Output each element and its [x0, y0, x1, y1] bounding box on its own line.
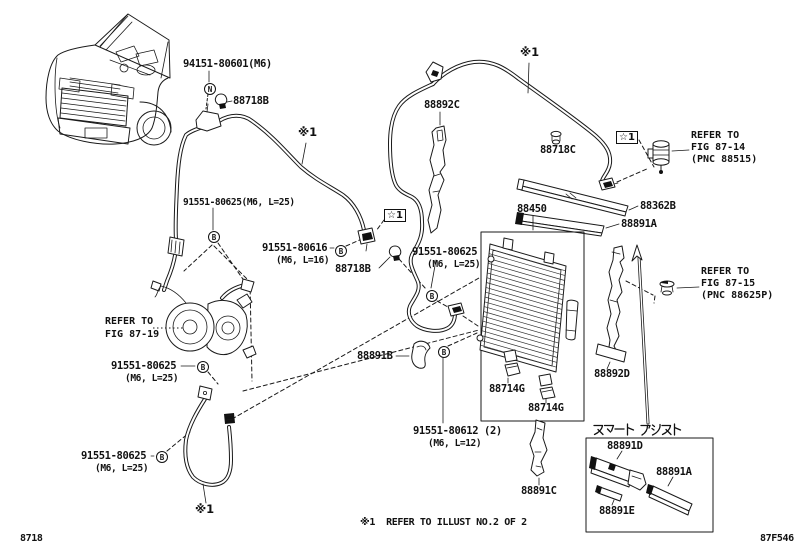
symbol-b-2: B: [335, 245, 347, 257]
label-refer-fig-87-15-line2: FIG 87-15: [701, 278, 756, 289]
label-refer-fig-87-14-line2: FIG 87-14: [691, 142, 746, 153]
bracket-88891c: [529, 419, 548, 477]
label-refer-fig-87-15-line3: (PNC 88625P): [701, 290, 774, 301]
dashed-projection-lines: [166, 93, 656, 452]
condenser-assembly: [476, 231, 585, 422]
label-88891c: 88891C: [521, 485, 557, 497]
condenser-fins: [480, 248, 566, 368]
clip-88718b-icon-2: [388, 245, 402, 258]
condenser-box: [480, 231, 585, 422]
bracket-88892d: [595, 245, 627, 363]
label-88892d: 88892D: [594, 368, 630, 380]
bracket-88891b: [411, 340, 431, 369]
label-88892c: 88892C: [424, 99, 460, 111]
star-mark-1: ☆1: [384, 209, 406, 222]
clip-88718b-icon-1: [214, 93, 228, 106]
compressor: [150, 280, 257, 359]
clip-88625p-icon: [659, 280, 675, 296]
label-91551-80612-size: (M6, L=12): [428, 438, 482, 449]
label-91551-80616: 91551-80616: [262, 242, 328, 254]
label-refer-fig-87-19-line1: REFER TO: [105, 316, 154, 327]
label-94151-80601: 94151-80601(M6): [183, 58, 272, 70]
symbol-b-6: B: [438, 346, 450, 358]
symbol-b-1: B: [208, 231, 220, 243]
footnote: ※1 REFER TO ILLUST NO.2 OF 2: [360, 517, 527, 528]
leader-lines: [150, 62, 700, 506]
expansion-valve-icon: [647, 140, 670, 174]
label-88718b-1: 88718B: [233, 95, 269, 107]
pipe-fittings: [167, 61, 675, 424]
label-91551-80625-inline: 91551-80625(M6, L=25): [183, 197, 295, 208]
symbol-b-5: B: [426, 290, 438, 302]
bar-88891e-icon: [595, 485, 623, 502]
label-88450: 88450: [517, 203, 547, 215]
footer-page-code: 8718: [20, 533, 43, 544]
label-91551-80625-2-size: (M6, L=25): [125, 373, 179, 384]
label-91551-80625-4: 91551-80625: [412, 246, 478, 258]
clip-88718c-icon: [550, 130, 562, 145]
ref-mark-2: ※1: [520, 45, 540, 59]
label-91551-80625-3-size: (M6, L=25): [95, 463, 149, 474]
symbol-n-bolt: N: [204, 83, 216, 95]
label-88891a-1: 88891A: [621, 218, 657, 230]
label-88714g-2: 88714G: [528, 402, 564, 414]
smart-assist-title-glyphs: [593, 423, 682, 436]
label-refer-fig-87-14-line1: REFER TO: [691, 130, 740, 141]
smart-assist-box: [585, 437, 714, 533]
label-88891e: 88891E: [599, 505, 635, 517]
label-88714g-1: 88714G: [489, 383, 525, 395]
bracket-88892c: [427, 125, 447, 234]
label-91551-80625-3: 91551-80625: [81, 450, 147, 462]
bar-88362b: [516, 178, 629, 217]
label-88362b: 88362B: [640, 200, 676, 212]
footer-figure-code: 87F546: [760, 533, 794, 544]
bar-88891a-icon: [646, 484, 693, 516]
label-91551-80616-size: (M6, L=16): [276, 255, 330, 266]
label-91551-80625-4-size: (M6, L=25): [427, 259, 481, 270]
symbol-b-4: B: [156, 451, 168, 463]
car-sketch: [45, 13, 172, 146]
clamp-88714g-right: [538, 373, 556, 400]
label-refer-fig-87-19-line2: FIG 87-19: [105, 329, 160, 340]
up-arrow: [631, 244, 650, 425]
receiver-drier: [565, 299, 579, 341]
label-88891a-2: 88891A: [656, 466, 692, 478]
bar-88891d-icon: [589, 456, 647, 491]
label-91551-80612: 91551-80612 (2): [413, 425, 502, 437]
label-refer-fig-87-15-line1: REFER TO: [701, 266, 750, 277]
clamp-88714g-left: [503, 349, 521, 377]
star-mark-2: ☆1: [616, 131, 638, 144]
label-refer-fig-87-14-line3: (PNC 88515): [691, 154, 758, 165]
label-88718b-2: 88718B: [335, 263, 371, 275]
ref-mark-3: ※1: [195, 502, 215, 516]
ref-mark-1: ※1: [298, 125, 318, 139]
label-88891b: 88891B: [357, 350, 393, 362]
label-88891d: 88891D: [607, 440, 643, 452]
label-88718c: 88718C: [540, 144, 576, 156]
symbol-b-3: B: [197, 361, 209, 373]
label-91551-80625-2: 91551-80625: [111, 360, 177, 372]
